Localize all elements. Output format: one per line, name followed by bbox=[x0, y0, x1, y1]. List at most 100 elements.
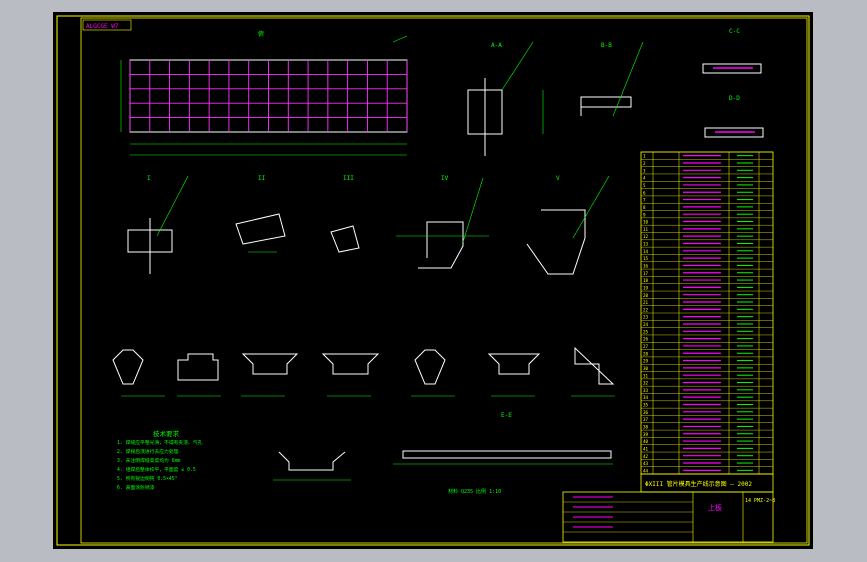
bom-row-number: 5 bbox=[643, 183, 646, 188]
drawing-code: 14 PMZ-2~8 bbox=[745, 498, 775, 504]
detail-2-label: II bbox=[258, 175, 266, 182]
bom-row-number: 42 bbox=[643, 454, 649, 459]
bom-row-number: 34 bbox=[643, 395, 649, 400]
detail-3-label: III bbox=[343, 175, 354, 182]
bom-row-number: 24 bbox=[643, 322, 649, 327]
bom-row-number: 18 bbox=[643, 278, 649, 283]
bom-row-number: 26 bbox=[643, 337, 649, 342]
detail-3-body bbox=[330, 225, 360, 253]
detail-1-label: I bbox=[147, 175, 151, 182]
section-d-plate bbox=[704, 127, 764, 138]
title-grid bbox=[562, 491, 774, 543]
bom-row-number: 14 bbox=[643, 249, 649, 254]
detail-5-view[interactable]: V bbox=[526, 175, 610, 275]
detail-4-leader bbox=[462, 177, 484, 243]
bom-row-number: 40 bbox=[643, 439, 649, 444]
panel-grid bbox=[129, 60, 408, 132]
bom-row-number: 8 bbox=[643, 205, 646, 210]
bom-row-number: 11 bbox=[643, 227, 649, 232]
section-a-label: A-A bbox=[491, 42, 502, 49]
section-a-view[interactable]: A-A bbox=[467, 41, 544, 156]
bom-row-number: 31 bbox=[643, 373, 649, 378]
bom-row-number: 9 bbox=[643, 212, 646, 217]
detail-2-body bbox=[235, 213, 286, 245]
section-b-leader bbox=[612, 41, 644, 117]
bom-row-number: 44 bbox=[643, 468, 649, 473]
detail-3-view[interactable]: III bbox=[330, 175, 360, 253]
section-c-label: C-C bbox=[729, 28, 740, 35]
section-b-label: B-B bbox=[601, 42, 612, 49]
bom-row-number: 10 bbox=[643, 220, 649, 225]
bom-row-number: 19 bbox=[643, 285, 649, 290]
leader-line bbox=[392, 35, 408, 43]
note-line-6: 6. 表面涂防锈漆 bbox=[117, 484, 155, 491]
bom-row-number: 1 bbox=[643, 154, 646, 159]
profile-shape bbox=[487, 353, 541, 375]
detail-2-view[interactable]: II bbox=[235, 175, 286, 253]
drawing-sheet[interactable]: ALGCGE W7 俯 A-A B-B bbox=[53, 12, 813, 549]
bom-table[interactable]: 1234567891011121314151617181920212223242… bbox=[640, 151, 774, 475]
technical-notes[interactable]: 技术要求 1. 焊缝应平整光滑，不得有夹渣、气孔 2. 焊接后须进行去应力处理 … bbox=[117, 429, 203, 491]
section-b-view[interactable]: B-B bbox=[580, 41, 644, 117]
main-title: ΦXIII 管片模具生产线示意图 — 2002 bbox=[645, 480, 752, 488]
detail-4-body bbox=[418, 221, 464, 269]
bottom-profile-view[interactable] bbox=[273, 451, 351, 481]
bom-row-number: 29 bbox=[643, 359, 649, 364]
bom-row-number: 4 bbox=[643, 176, 646, 181]
drawing-canvas[interactable]: ALGCGE W7 俯 A-A B-B bbox=[53, 12, 813, 549]
note-line-1: 1. 焊缝应平整光滑，不得有夹渣、气孔 bbox=[117, 439, 203, 446]
bom-row-number: 20 bbox=[643, 293, 649, 298]
bom-row-number: 36 bbox=[643, 410, 649, 415]
profile-shape bbox=[574, 346, 615, 385]
bom-row-number: 22 bbox=[643, 307, 649, 312]
long-section-plate bbox=[402, 450, 612, 459]
bom-row-number: 25 bbox=[643, 329, 649, 334]
bom-row-number: 35 bbox=[643, 403, 649, 408]
bom-row-number: 38 bbox=[643, 424, 649, 429]
profile-shape bbox=[112, 349, 144, 385]
note-line-4: 4. 组焊后整体校平，平面度 ≤ 0.5 bbox=[117, 466, 196, 473]
bom-row-number: 2 bbox=[643, 161, 646, 166]
title-cells bbox=[563, 496, 693, 533]
bom-row-number: 41 bbox=[643, 446, 649, 451]
profile-shape bbox=[321, 353, 380, 375]
main-top-view[interactable]: 俯 bbox=[120, 30, 408, 156]
detail-4-label: IV bbox=[441, 175, 449, 182]
bom-row-number: 43 bbox=[643, 461, 649, 466]
inner-frame bbox=[80, 17, 808, 544]
section-a-leader bbox=[501, 41, 534, 91]
note-line-5: 5. 所有锐边倒钝 0.5×45° bbox=[117, 475, 178, 482]
detail-4-view[interactable]: IV bbox=[396, 175, 489, 269]
bom-row-number: 39 bbox=[643, 432, 649, 437]
bom-row-number: 12 bbox=[643, 234, 649, 239]
section-d-view[interactable]: D-D bbox=[704, 95, 764, 138]
bom-row-number: 23 bbox=[643, 315, 649, 320]
section-c-plate bbox=[702, 63, 762, 74]
bom-row-number: 30 bbox=[643, 366, 649, 371]
bom-row-number: 28 bbox=[643, 351, 649, 356]
bottom-caption: 材料 Q235 比例 1:10 bbox=[448, 488, 501, 495]
long-section-view[interactable]: E-E bbox=[393, 412, 613, 465]
bom-row-number: 32 bbox=[643, 381, 649, 386]
bottom-profile-body bbox=[278, 451, 346, 471]
corner-tag-box bbox=[82, 19, 132, 31]
profile-shape bbox=[241, 353, 299, 375]
section-d-label: D-D bbox=[729, 95, 740, 102]
detail-1-view[interactable]: I bbox=[127, 175, 189, 274]
title-block[interactable]: ΦXIII 管片模具生产线示意图 — 2002 上板 14 PMZ-2~8 bbox=[562, 473, 775, 543]
bom-row-number: 15 bbox=[643, 256, 649, 261]
long-section-label: E-E bbox=[501, 412, 512, 419]
detail-1-leader bbox=[156, 175, 189, 237]
bom-row-number: 13 bbox=[643, 242, 649, 247]
bom-row-number: 37 bbox=[643, 417, 649, 422]
profile-shape bbox=[177, 353, 219, 381]
detail-5-leader bbox=[572, 175, 610, 239]
corner-tag: ALGCGE W7 bbox=[86, 23, 119, 30]
profile-row bbox=[112, 346, 615, 397]
detail-5-label: V bbox=[556, 175, 560, 182]
profile-shape bbox=[414, 349, 446, 385]
bom-row-number: 6 bbox=[643, 190, 646, 195]
section-c-view[interactable]: C-C bbox=[702, 28, 762, 74]
outer-frame bbox=[56, 15, 810, 546]
